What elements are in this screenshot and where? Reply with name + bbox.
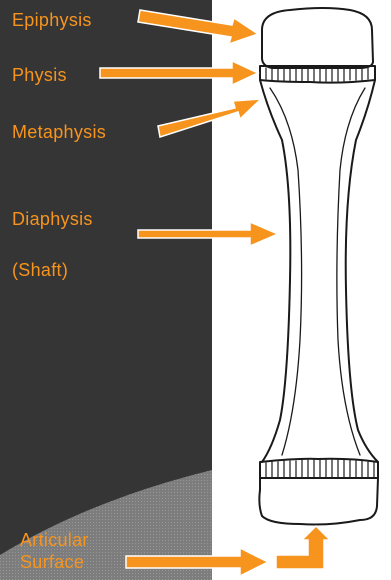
right-arrow-icon (158, 99, 261, 137)
right-arrow-icon (126, 548, 268, 576)
right-arrow-icon (138, 222, 278, 246)
right-arrow-icon (100, 61, 258, 85)
right-arrow-icon (138, 10, 258, 44)
up-elbow-arrow-icon (276, 526, 330, 569)
